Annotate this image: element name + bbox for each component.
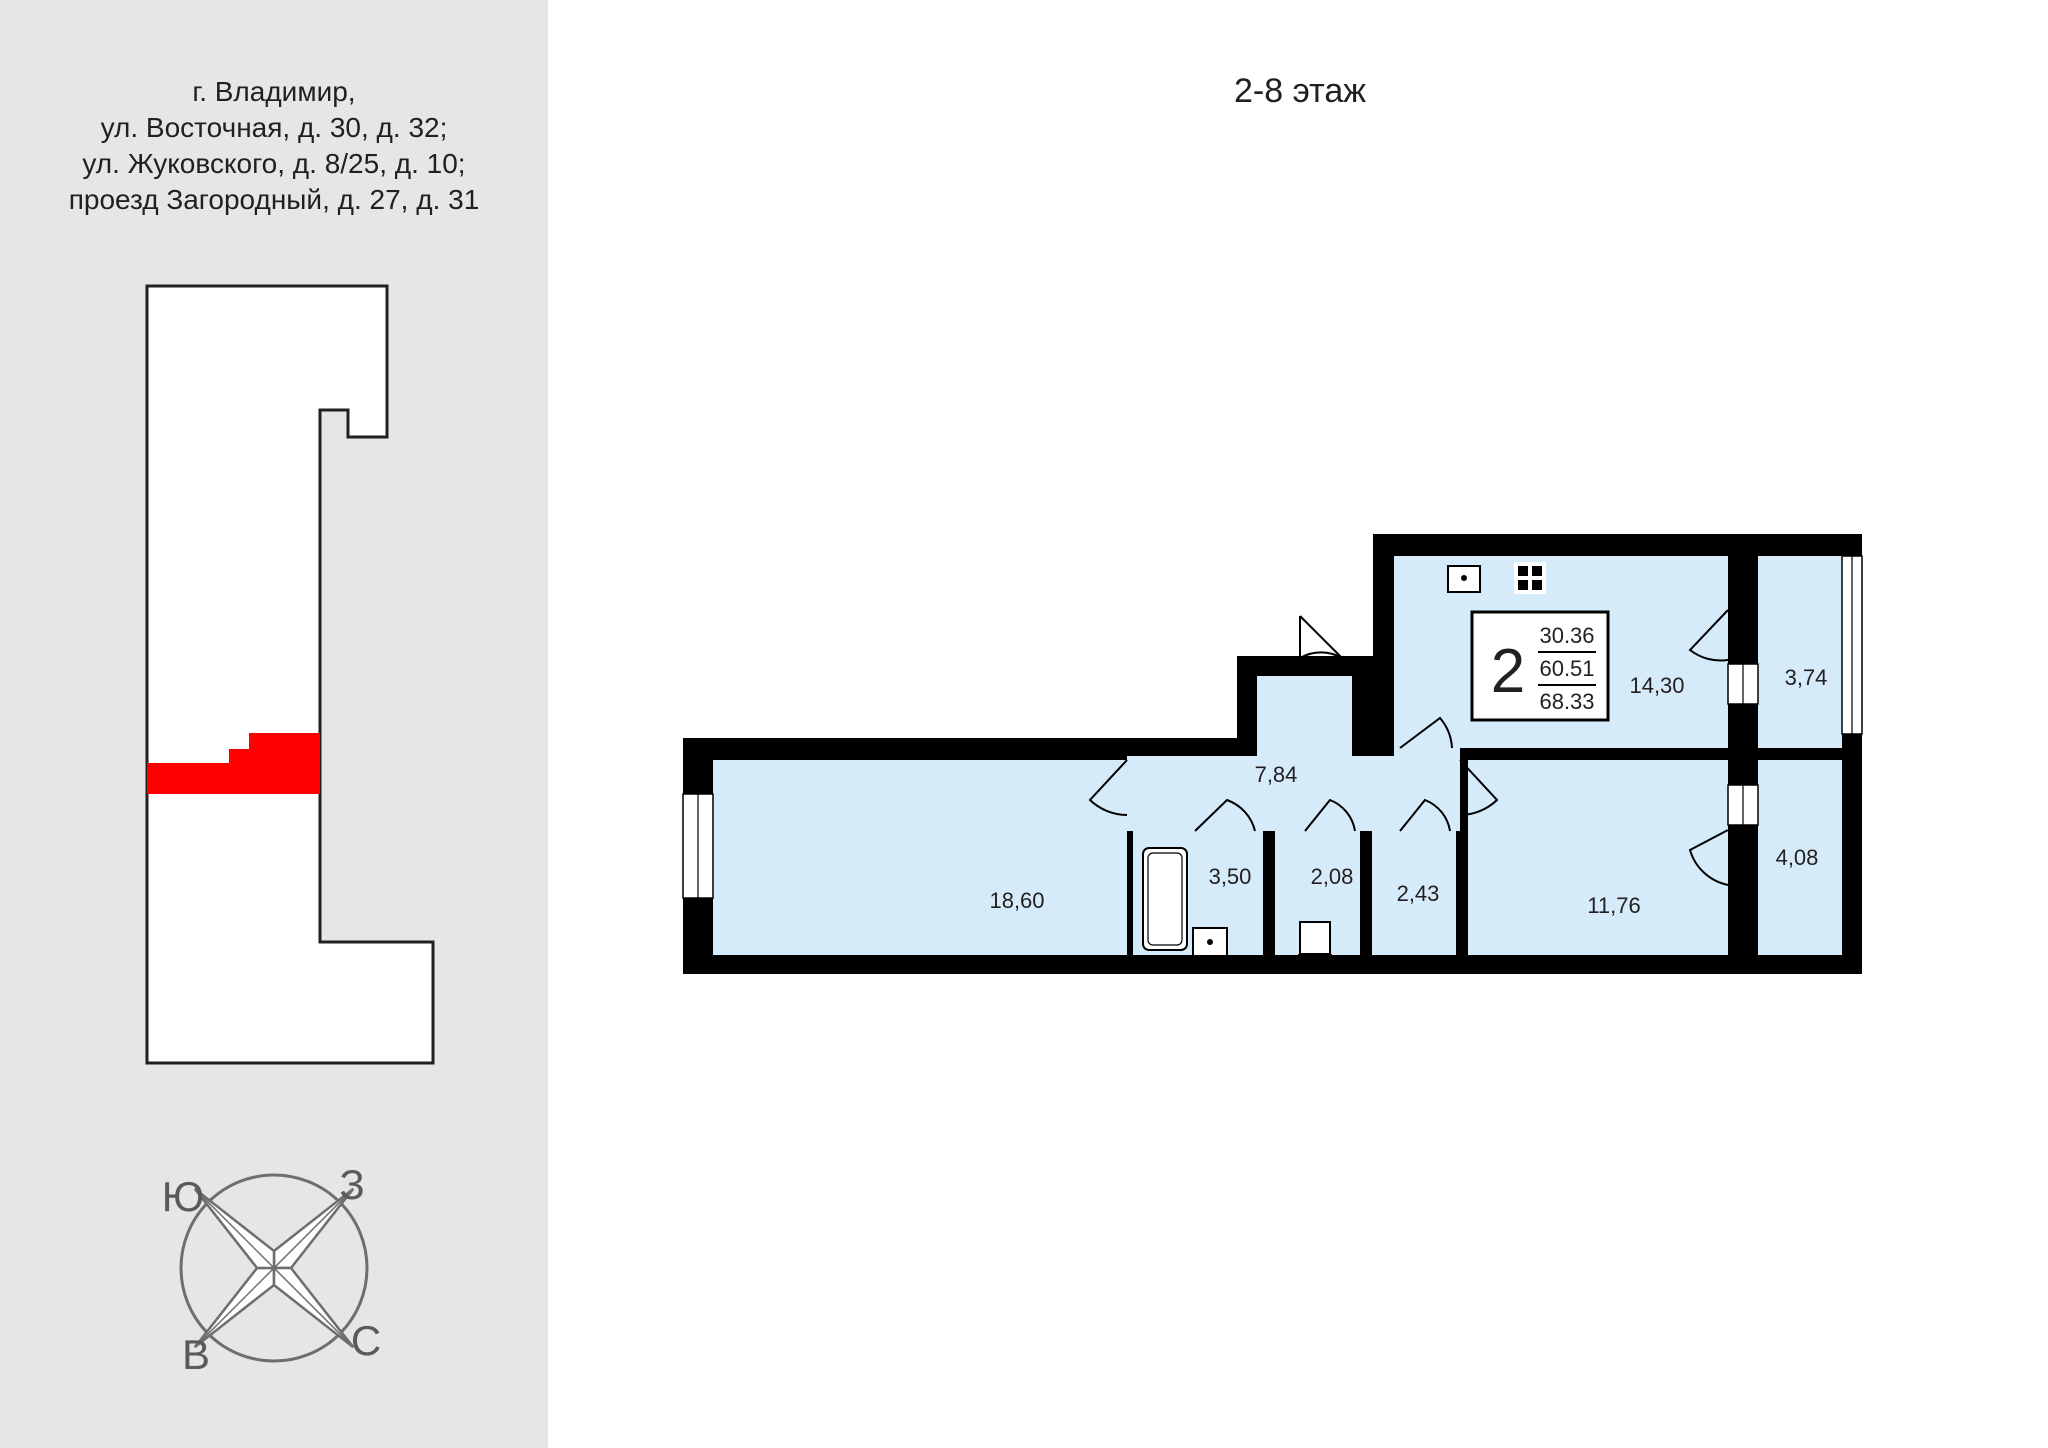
building-footprint — [145, 284, 435, 1065]
apartment-badge: 2 30.36 60.51 68.33 — [1470, 610, 1610, 722]
compass-star-icon — [193, 1187, 355, 1349]
room-label-balcony-2: 4,08 — [1776, 845, 1819, 870]
floor-label: 2-8 этаж — [1233, 72, 1367, 110]
address-line-vostochnaya: ул. Восточная, д. 30, д. 32; — [100, 112, 448, 143]
badge-total-with-balcony: 68.33 — [1539, 689, 1594, 714]
address-line-city: г. Владимир, — [192, 76, 356, 107]
stove-icon — [1514, 562, 1546, 594]
address-block: г. Владимир, ул. Восточная, д. 30, д. 32… — [0, 74, 548, 218]
room-label-living: 18,60 — [989, 888, 1044, 913]
room-label-bedroom: 11,76 — [1587, 893, 1640, 918]
compass-west-label: З — [339, 1161, 364, 1208]
building-outline — [145, 284, 435, 1065]
room-label-storage: 2,43 — [1397, 881, 1440, 906]
floor-plan: 2 30.36 60.51 68.33 18,60 7,84 3,50 2,08… — [682, 534, 1863, 974]
toilet-icon — [1299, 921, 1331, 955]
badge-room-count: 2 — [1491, 637, 1525, 706]
door-swings — [1088, 609, 1729, 886]
room-label-bathroom: 3,50 — [1209, 864, 1252, 889]
compass-east-label: В — [182, 1331, 210, 1378]
badge-total-area: 60.51 — [1539, 656, 1594, 681]
room-hallway — [1127, 676, 1460, 831]
address-line-zagorodny: проезд Загородный, д. 27, д. 31 — [68, 184, 480, 215]
bathtub-icon — [1142, 847, 1188, 951]
room-label-toilet: 2,08 — [1311, 864, 1354, 889]
badge-living-area: 30.36 — [1539, 623, 1594, 648]
compass-south-label: Ю — [162, 1173, 204, 1220]
room-bedroom — [1468, 760, 1728, 955]
room-label-balcony-1: 3,74 — [1785, 665, 1828, 690]
room-storage — [1372, 831, 1456, 955]
room-balcony-2 — [1758, 760, 1842, 955]
apartment-highlight — [147, 733, 320, 794]
room-balcony-1 — [1758, 556, 1842, 748]
address-line-zhukovskogo: ул. Жуковского, д. 8/25, д. 10; — [82, 148, 466, 179]
fixtures — [1142, 562, 1546, 960]
compass-rose: Ю З В С — [162, 1161, 381, 1378]
room-living — [713, 760, 1127, 955]
room-label-kitchen: 14,30 — [1629, 673, 1684, 698]
compass-circle — [179, 1173, 369, 1363]
room-label-hallway: 7,84 — [1255, 762, 1298, 787]
badge-frame — [1470, 610, 1610, 722]
compass-north-label: С — [351, 1317, 381, 1364]
